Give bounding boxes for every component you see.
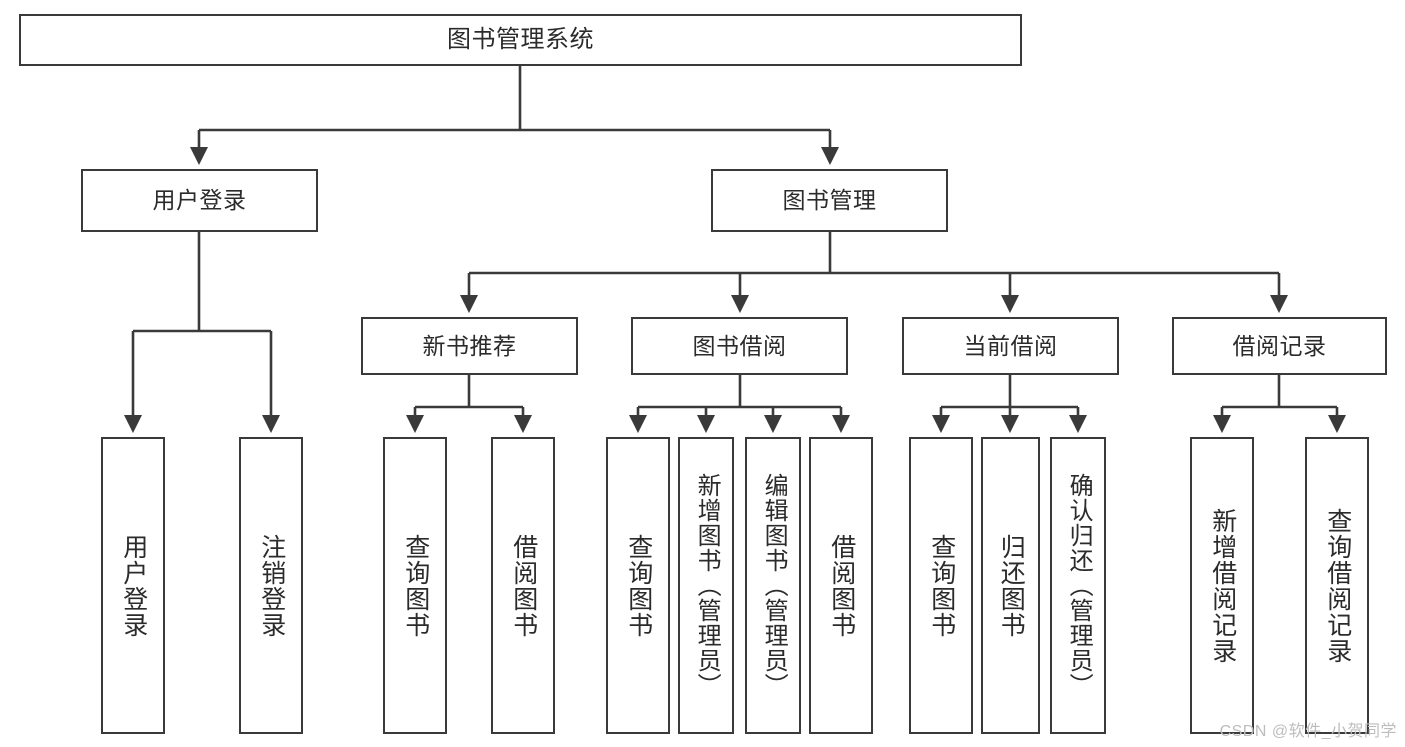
- leaf-query-book-recommend[interactable]: 查询图书: [383, 437, 447, 734]
- node-label: 用户登录: [152, 187, 247, 214]
- leaf-query-book-current[interactable]: 查询图书: [909, 437, 973, 734]
- node-label: 查询图书: [401, 533, 430, 638]
- leaf-borrow-book[interactable]: 借阅图书: [809, 437, 873, 734]
- node-borrow-record[interactable]: 借阅记录: [1172, 317, 1387, 375]
- leaf-user-login[interactable]: 用户登录: [101, 437, 165, 734]
- leaf-logout[interactable]: 注销登录: [239, 437, 303, 734]
- leaf-return-book[interactable]: 归还图书: [981, 437, 1040, 734]
- node-book-management[interactable]: 图书管理: [711, 169, 948, 232]
- leaf-borrow-book-recommend[interactable]: 借阅图书: [491, 437, 555, 734]
- node-label: 新增图书（管理员）: [693, 473, 721, 698]
- leaf-add-book-admin[interactable]: 新增图书（管理员）: [678, 437, 734, 734]
- node-label: 图书管理系统: [447, 26, 594, 54]
- leaf-edit-book-admin[interactable]: 编辑图书（管理员）: [745, 437, 801, 734]
- leaf-confirm-return-admin[interactable]: 确认归还（管理员）: [1050, 437, 1106, 734]
- node-label: 查询图书: [927, 533, 956, 638]
- node-label: 借阅图书: [827, 533, 856, 638]
- node-label: 新书推荐: [422, 332, 517, 359]
- node-label: 借阅图书: [509, 533, 538, 638]
- watermark-text: CSDN @软件_小贺同学: [1219, 723, 1397, 740]
- node-new-book-recommend[interactable]: 新书推荐: [361, 317, 578, 375]
- node-root-book-management-system[interactable]: 图书管理系统: [19, 14, 1022, 66]
- node-label: 图书管理: [782, 187, 877, 214]
- node-label: 图书借阅: [692, 332, 787, 359]
- node-label: 查询图书: [624, 533, 653, 638]
- leaf-query-book-borrow[interactable]: 查询图书: [606, 437, 670, 734]
- leaf-query-borrow-record[interactable]: 查询借阅记录: [1305, 437, 1369, 734]
- node-label: 注销登录: [257, 533, 286, 638]
- node-book-borrow[interactable]: 图书借阅: [631, 317, 848, 375]
- node-label: 查询借阅记录: [1323, 507, 1352, 664]
- node-label: 新增借阅记录: [1208, 507, 1237, 664]
- leaf-add-borrow-record[interactable]: 新增借阅记录: [1190, 437, 1254, 734]
- node-label: 确认归还（管理员）: [1065, 473, 1093, 698]
- node-current-borrow[interactable]: 当前借阅: [902, 317, 1119, 375]
- node-label: 借阅记录: [1232, 332, 1327, 359]
- node-user-login[interactable]: 用户登录: [81, 169, 318, 232]
- node-label: 用户登录: [119, 533, 148, 638]
- node-label: 编辑图书（管理员）: [760, 473, 788, 698]
- node-label: 归还图书: [997, 533, 1026, 638]
- node-label: 当前借阅: [963, 332, 1058, 359]
